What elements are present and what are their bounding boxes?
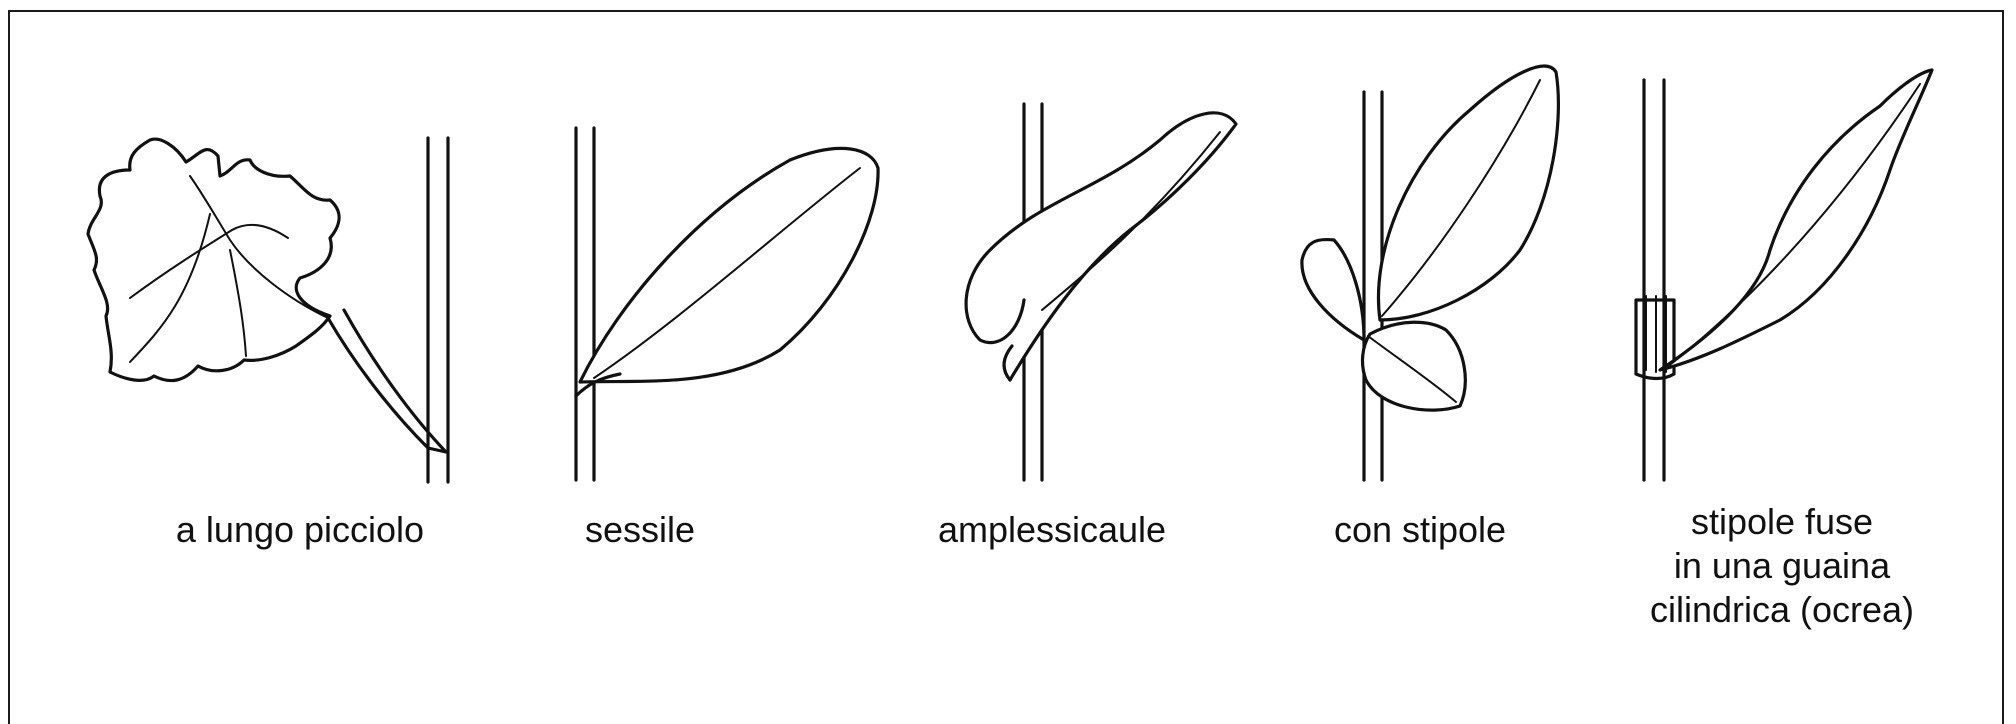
- long-petiole-illustration: [88, 138, 448, 482]
- stipule-left: [1302, 240, 1364, 340]
- caption-line: in una guaina: [1592, 544, 1972, 588]
- caption-sessile: sessile: [540, 508, 740, 552]
- ocrea-leaf: [1660, 70, 1932, 370]
- caption-long-petiole: a lungo picciolo: [130, 508, 470, 552]
- amplexicaul-leaf: [966, 113, 1236, 380]
- ocrea-illustration: [1636, 70, 1932, 480]
- caption-line: sessile: [540, 508, 740, 552]
- caption-line: a lungo picciolo: [130, 508, 470, 552]
- caption-line: stipole fuse: [1592, 500, 1972, 544]
- caption-with-stipules: con stipole: [1300, 508, 1540, 552]
- palmate-leaf: [88, 139, 339, 380]
- sessile-illustration: [576, 128, 878, 480]
- main-leaf: [1378, 66, 1558, 320]
- caption-line: cilindrica (ocrea): [1592, 588, 1972, 632]
- caption-amplexicaul: amplessicaule: [902, 508, 1202, 552]
- amplexicaul-illustration: [966, 104, 1236, 480]
- caption-line: amplessicaule: [902, 508, 1202, 552]
- with-stipules-illustration: [1302, 66, 1558, 480]
- caption-line: con stipole: [1300, 508, 1540, 552]
- sessile-leaf: [580, 148, 878, 382]
- caption-ocrea: stipole fuse in una guaina cilindrica (o…: [1592, 500, 1972, 632]
